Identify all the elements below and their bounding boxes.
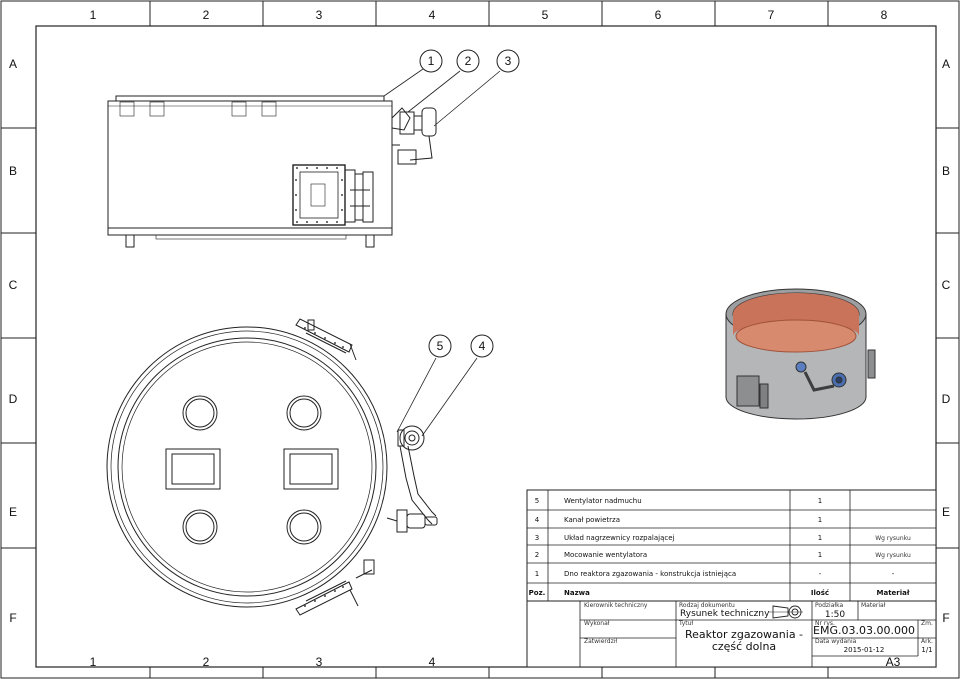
top-view — [106, 318, 438, 616]
bom-row-3-name: Układ nagrzewnicy rozpalającej — [564, 534, 675, 542]
material-label: Materiał — [861, 602, 886, 609]
bom-row-2-material: Wg rysunku — [875, 552, 911, 559]
projection-symbol-icon — [768, 605, 803, 619]
bom-row-1-material: - — [892, 570, 895, 578]
balloon-1: 1 — [419, 49, 443, 73]
col-label-top: 7 — [768, 8, 775, 22]
col-label-bottom: 3 — [316, 655, 323, 669]
balloon-3: 3 — [496, 49, 520, 73]
bom-row-4-poz: 4 — [535, 516, 540, 524]
bom-row-4-name: Kanał powietrza — [564, 516, 620, 524]
bom-row-3-qty: 1 — [818, 534, 822, 542]
nr-rys-label: Nr rys. — [815, 620, 835, 627]
balloon-2-label: 2 — [465, 54, 472, 68]
ark-label: Ark. — [921, 638, 933, 645]
bom-row-3-poz: 3 — [535, 534, 539, 542]
col-label-top: 5 — [542, 8, 549, 22]
tytul-line-2: część dolna — [712, 640, 776, 653]
balloon-4-label: 4 — [479, 339, 486, 353]
row-label-right: A — [942, 57, 950, 71]
zatwierdzil-label: Zatwierdził — [584, 638, 617, 645]
col-label-bottom: 1 — [90, 655, 97, 669]
zm-label: Zm. — [921, 620, 933, 627]
col-label-top: 6 — [655, 8, 662, 22]
podzialka-value: 1:50 — [825, 610, 845, 620]
tytul-line-1: Reaktor zgazowania - — [685, 628, 803, 641]
balloon-2: 2 — [456, 49, 480, 73]
bom-header-material: Materiał — [877, 589, 910, 597]
balloon-5-label: 5 — [437, 339, 444, 353]
row-label-right: C — [942, 278, 951, 292]
row-label-left: E — [9, 505, 17, 519]
bom-row-3-material: Wg rysunku — [875, 535, 911, 542]
row-label-right: D — [942, 392, 951, 406]
col-label-bottom: 2 — [203, 655, 210, 669]
bom-row-5-name: Wentylator nadmuchu — [564, 497, 642, 505]
row-label-right: B — [942, 164, 950, 178]
balloon-5: 5 — [428, 334, 452, 358]
bom-row-2-name: Mocowanie wentylatora — [564, 551, 647, 559]
bom-row-2-poz: 2 — [535, 551, 539, 559]
podzialka-label: Podziałka — [815, 602, 843, 609]
col-label-bottom: 4 — [429, 655, 436, 669]
row-label-left: D — [9, 392, 18, 406]
sheet-format: A3 — [886, 655, 901, 669]
isometric-view — [725, 288, 876, 420]
rodzaj-label: Rodzaj dokumentu — [679, 602, 735, 609]
bom-row-4-qty: 1 — [818, 516, 822, 524]
leaders — [383, 68, 501, 437]
row-label-right: E — [942, 505, 950, 519]
row-label-right: F — [942, 611, 949, 625]
nr-rys-value: EMG.03.03.00.000 — [813, 624, 915, 637]
row-label-left: C — [9, 278, 18, 292]
balloon-1-label: 1 — [428, 54, 435, 68]
col-label-top: 3 — [316, 8, 323, 22]
col-label-top: 4 — [429, 8, 436, 22]
rodzaj-value: Rysunek techniczny — [680, 609, 770, 619]
col-label-top: 2 — [203, 8, 210, 22]
bom-row-1-qty: - — [819, 570, 822, 578]
bom-row-1-name: Dno reaktora zgazowania - konstrukcja is… — [564, 570, 736, 578]
tytul-label: Tytuł — [678, 620, 693, 627]
wykonal-label: Wykonał — [584, 620, 610, 627]
front-view-bolt-dots — [295, 167, 343, 223]
data-wydania-label: Data wydania — [815, 638, 857, 645]
row-label-left: A — [9, 57, 17, 71]
col-label-top: 8 — [881, 8, 888, 22]
col-label-top: 1 — [90, 8, 97, 22]
row-label-left: F — [9, 611, 16, 625]
row-label-left: B — [9, 164, 17, 178]
data-wydania-value: 2015-01-12 — [844, 646, 885, 654]
title-block: Kierownik techniczny Wykonał Zatwierdził… — [526, 600, 937, 669]
balloon-4: 4 — [470, 334, 494, 358]
bom-row-1-poz: 1 — [535, 570, 539, 578]
front-view — [107, 95, 437, 248]
bom-header-name: Nazwa — [564, 589, 590, 597]
bom-header-qty: Ilość — [811, 589, 829, 597]
bom-header-poz: Poz. — [529, 589, 546, 597]
parts-list: 5 Wentylator nadmuchu 1 4 Kanał powietrz… — [526, 489, 937, 602]
bom-row-5-poz: 5 — [535, 497, 539, 505]
bom-row-5-qty: 1 — [818, 497, 822, 505]
kierownik-label: Kierownik techniczny — [584, 602, 648, 609]
top-view-bolt-dots — [304, 327, 344, 607]
bom-row-2-qty: 1 — [818, 551, 822, 559]
balloon-3-label: 3 — [505, 54, 512, 68]
ark-value: 1/1 — [921, 646, 932, 654]
inner-frame — [35, 25, 937, 668]
